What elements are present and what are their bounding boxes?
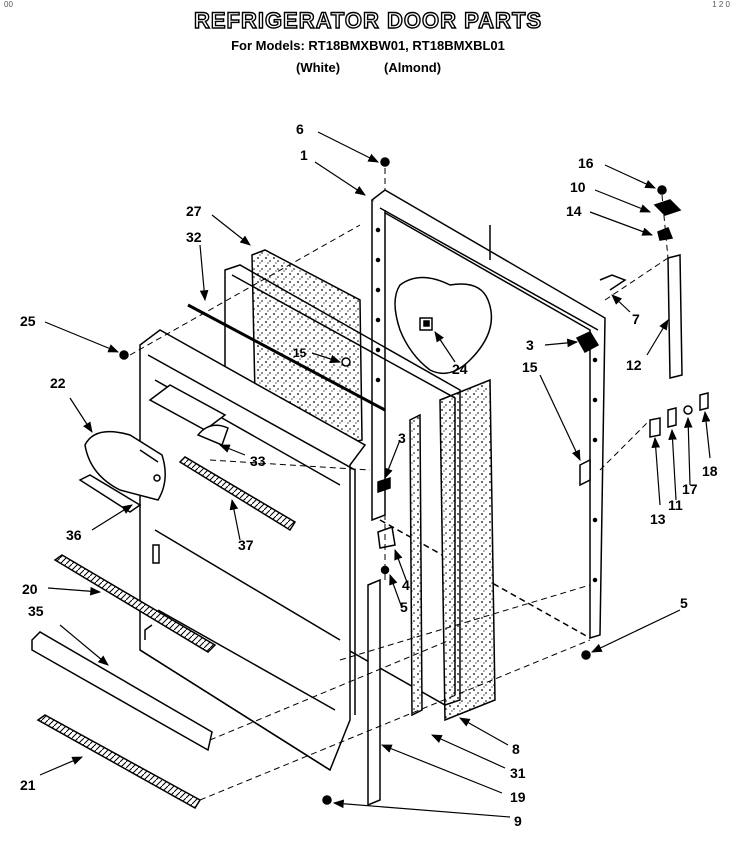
callout-17: 17 <box>682 481 698 497</box>
callout-13: 13 <box>650 511 666 527</box>
callout-24: 24 <box>452 361 468 377</box>
foam-insulation-right <box>439 378 496 722</box>
callout-18: 18 <box>702 463 718 479</box>
insulation-patch <box>394 276 493 375</box>
callout-22: 22 <box>50 375 66 391</box>
callout-32: 32 <box>186 229 202 245</box>
callout-25: 25 <box>20 313 36 329</box>
hinge-hardware <box>119 157 709 805</box>
callout-20: 20 <box>22 581 38 597</box>
callout-37: 37 <box>238 537 254 553</box>
hinge-strip <box>367 578 381 807</box>
leader-arrows <box>39 131 711 818</box>
callout-27: 27 <box>186 203 202 219</box>
callout-35: 35 <box>28 603 44 619</box>
shelf-bar-37 <box>178 456 297 532</box>
callout-5-left: 5 <box>400 599 408 615</box>
callout-16: 16 <box>578 155 594 171</box>
callout-3-right: 3 <box>526 337 534 353</box>
corner-mark-right: 1 2 0 <box>712 0 730 9</box>
callout-8: 8 <box>512 741 520 757</box>
variant-almond: (Almond) <box>384 60 442 75</box>
variant-white: (White) <box>296 60 341 75</box>
callout-12: 12 <box>626 357 642 373</box>
callout-labels: 6 1 27 32 25 15 22 33 3 36 37 20 4 5 35 … <box>20 121 718 829</box>
diagram-title: REFRIGERATOR DOOR PARTS <box>193 7 543 33</box>
callout-31: 31 <box>510 765 526 781</box>
shelf-bar-20 <box>53 554 217 653</box>
callout-6: 6 <box>296 121 304 137</box>
projection-lines <box>129 168 669 801</box>
callout-14: 14 <box>566 203 582 219</box>
callout-21: 21 <box>20 777 36 793</box>
callout-33: 33 <box>250 453 266 469</box>
door-shelf-35 <box>31 631 213 752</box>
callout-11: 11 <box>668 497 683 513</box>
callout-15-left: 15 <box>293 346 307 360</box>
corner-mark-left: 00 <box>4 0 13 9</box>
callout-3-left: 3 <box>398 430 406 446</box>
callout-4: 4 <box>402 577 410 593</box>
callout-9: 9 <box>514 813 522 829</box>
diagram-header: 00 1 2 0 REFRIGERATOR DOOR PARTS For Mod… <box>0 0 736 90</box>
model-numbers: For Models: RT18BMXBW01, RT18BMXBL01 <box>231 38 505 53</box>
callout-36: 36 <box>66 527 82 543</box>
callout-7: 7 <box>632 311 640 327</box>
outer-door-panel <box>370 189 627 640</box>
callout-5-right: 5 <box>680 595 688 611</box>
callout-1: 1 <box>300 147 308 163</box>
dairy-compartment-cover <box>78 430 166 513</box>
inner-door-liner <box>139 329 367 772</box>
dairy-door <box>148 384 229 446</box>
callout-19: 19 <box>510 789 526 805</box>
callout-10: 10 <box>570 179 586 195</box>
callout-15-right: 15 <box>522 359 538 375</box>
door-gasket <box>187 264 461 717</box>
